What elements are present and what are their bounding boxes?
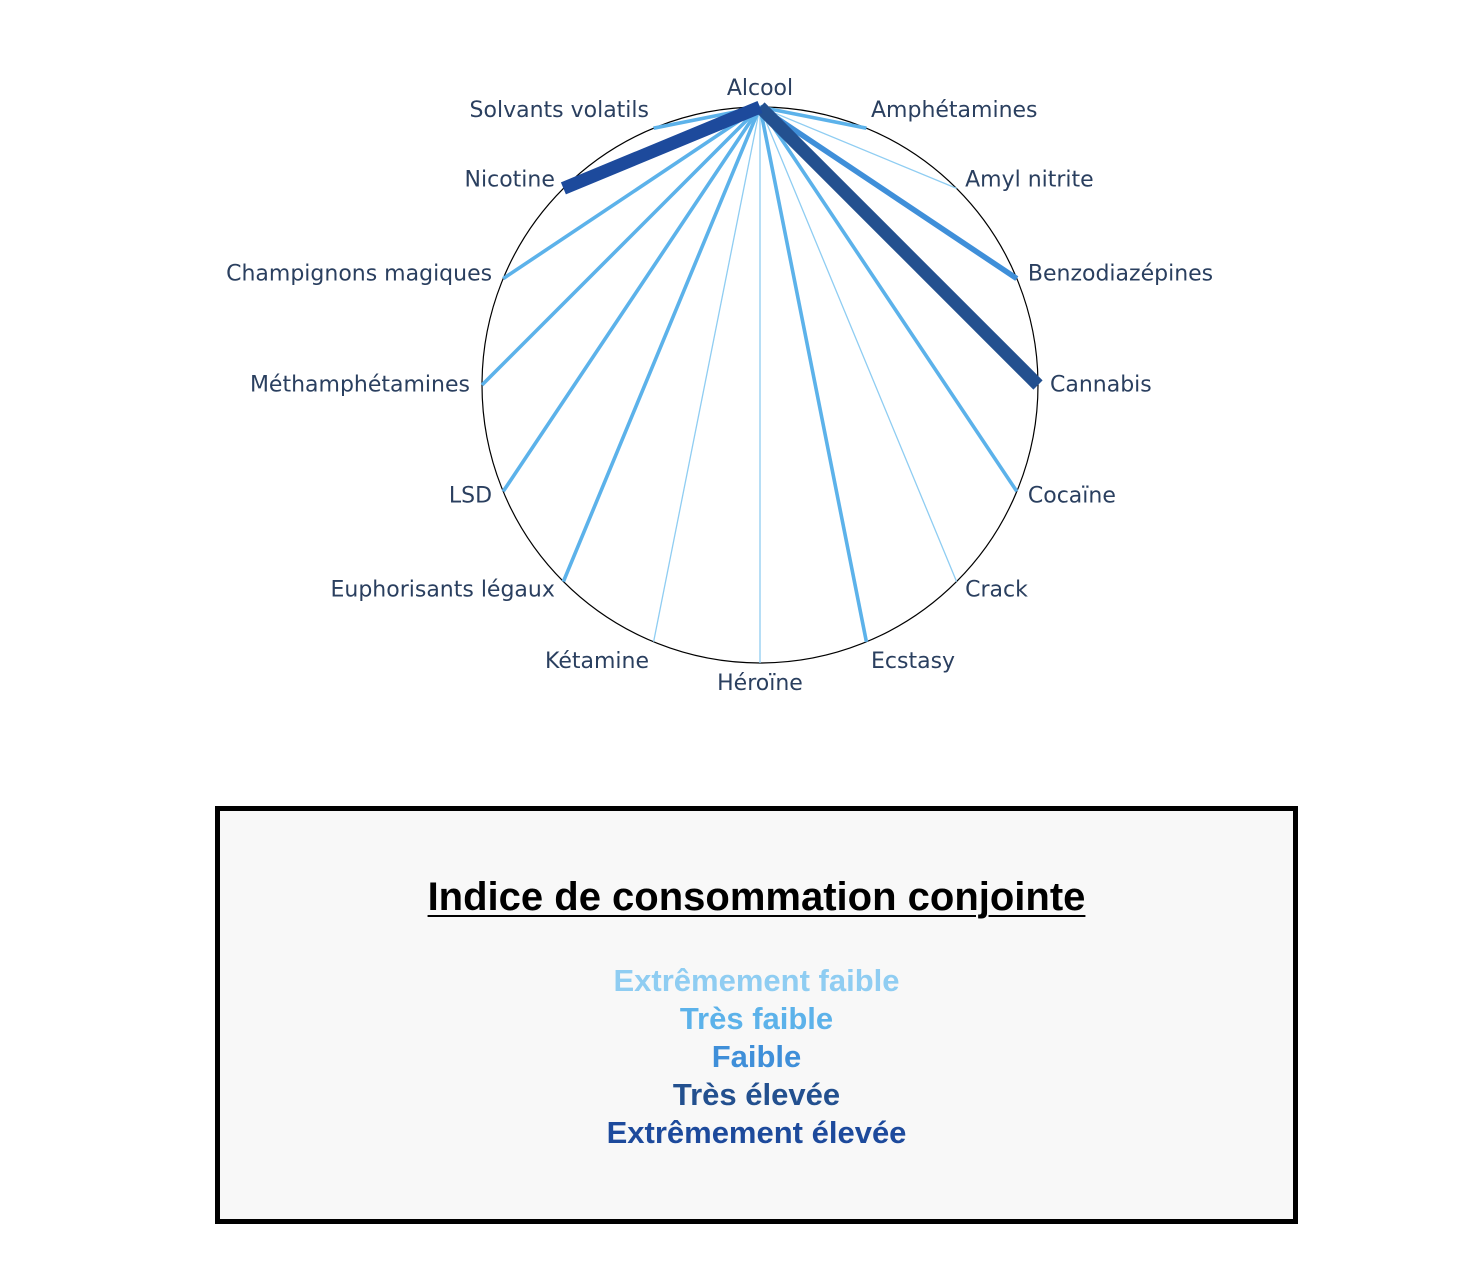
- link-alcool-ketamine: [652, 106, 761, 642]
- node-label-amyl-nitrite: Amyl nitrite: [965, 167, 1094, 192]
- legend-title: Indice de consommation conjointe: [427, 875, 1086, 919]
- node-label-crack: Crack: [965, 578, 1028, 603]
- link-alcool-cocaine: [758, 106, 1019, 493]
- legend-item-very-high: Très élevée: [672, 1077, 841, 1112]
- link-alcool-amyl-nitrite: [759, 106, 957, 190]
- node-label-benzodiazepines: Benzodiazépines: [1028, 262, 1213, 287]
- link-alcool-champignons-magiques: [502, 105, 762, 281]
- link-alcool-euphorisants-legaux: [561, 106, 762, 583]
- legend-box: Indice de consommation conjointe Extrême…: [215, 806, 1298, 1224]
- node-label-cannabis: Cannabis: [1050, 373, 1152, 398]
- node-label-alcool: Alcool: [727, 76, 793, 101]
- link-alcool-lsd: [501, 106, 762, 493]
- node-label-ecstasy: Ecstasy: [871, 649, 955, 674]
- link-alcool-nicotine: [560, 100, 763, 195]
- node-label-cocaine: Cocaïne: [1028, 484, 1116, 509]
- node-label-methamphetamines: Méthamphétamines: [250, 373, 470, 398]
- legend-item-low: Faible: [711, 1039, 802, 1074]
- node-label-amphetamines: Amphétamines: [871, 98, 1038, 123]
- node-label-heroine: Héroïne: [717, 671, 803, 696]
- legend-item-very-low: Très faible: [679, 1001, 834, 1036]
- link-alcool-methamphetamines: [480, 105, 762, 387]
- node-label-champignons-magiques: Champignons magiques: [226, 262, 492, 287]
- chord-links: [480, 100, 1043, 663]
- legend-item-extremely-high: Extrêmement élevée: [606, 1115, 907, 1150]
- link-alcool-ecstasy: [758, 106, 869, 643]
- link-alcool-crack: [759, 106, 958, 582]
- link-alcool-amphetamines: [759, 105, 867, 130]
- node-label-euphorisants-legaux: Euphorisants légaux: [330, 578, 554, 603]
- legend-list: Extrêmement faible Très faible Faible Tr…: [220, 962, 1293, 1152]
- node-label-solvants-volatils: Solvants volatils: [470, 98, 649, 123]
- node-label-ketamine: Kétamine: [545, 649, 649, 674]
- link-alcool-cannabis: [755, 102, 1043, 390]
- node-label-lsd: LSD: [449, 484, 492, 509]
- link-alcool-benzodiazepines: [758, 104, 1019, 281]
- node-label-nicotine: Nicotine: [465, 167, 555, 192]
- legend-item-extremely-low: Extrêmement faible: [613, 963, 900, 998]
